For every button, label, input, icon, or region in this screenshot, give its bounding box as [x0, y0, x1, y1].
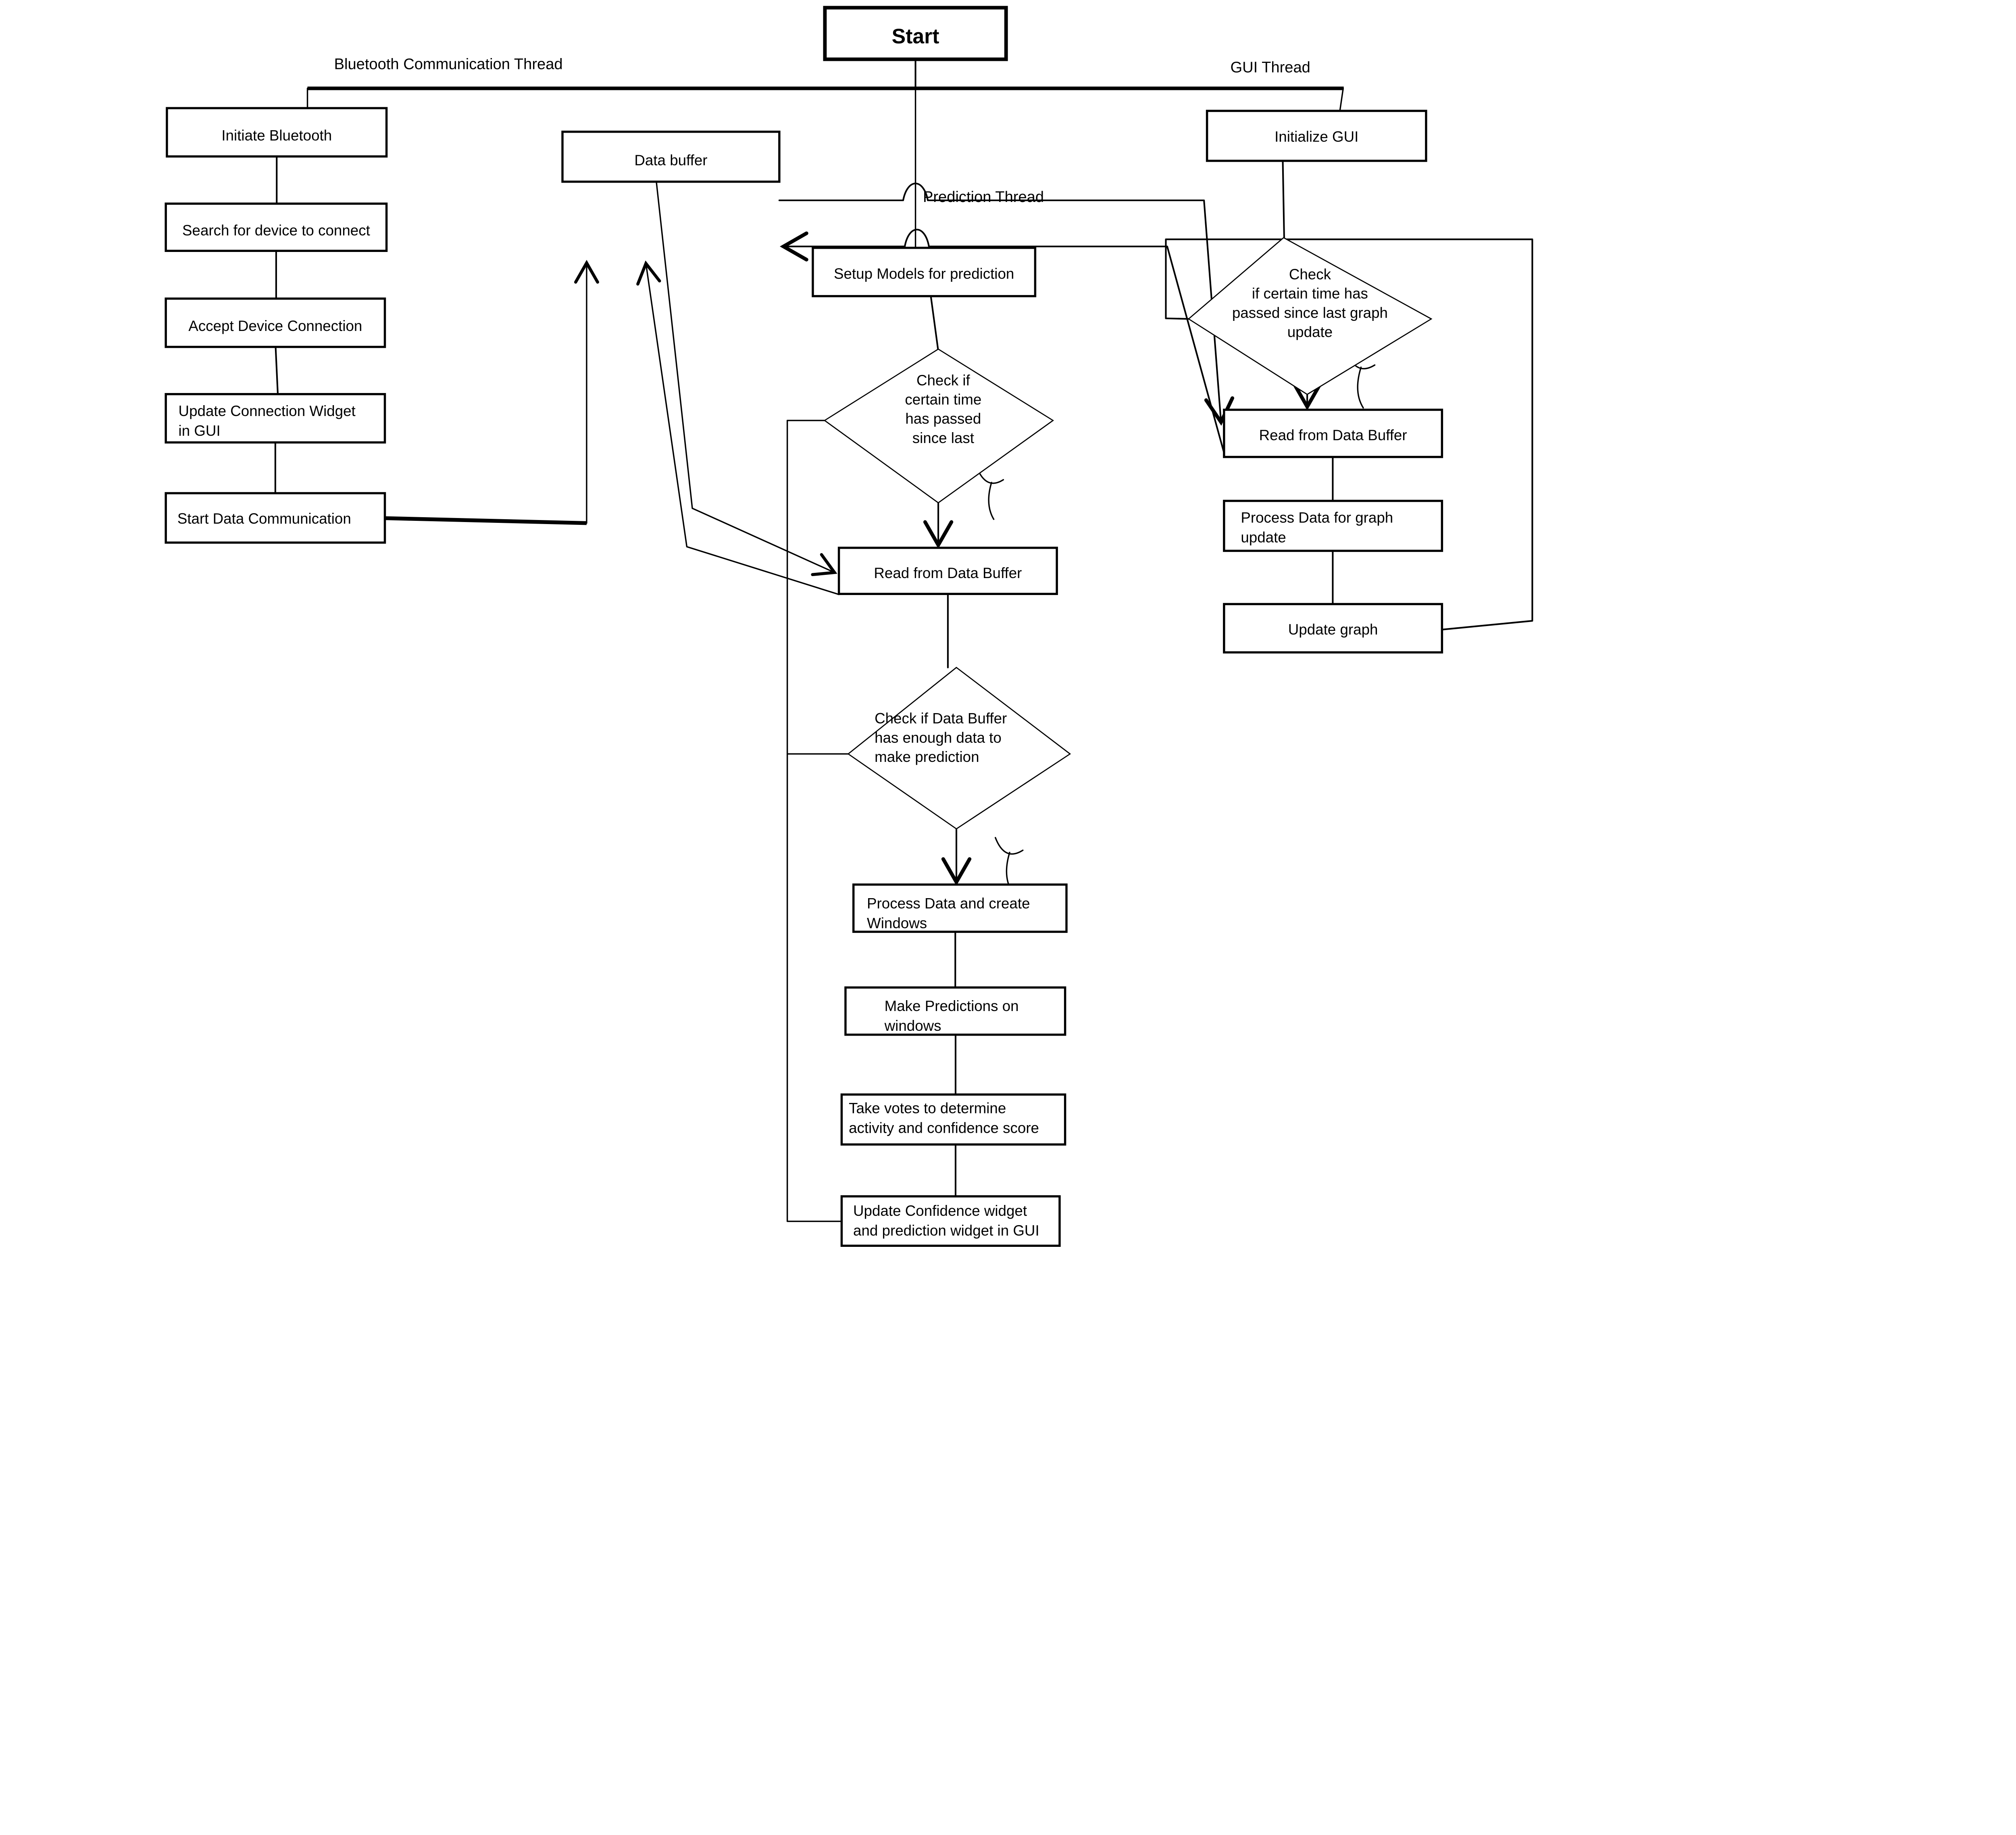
node-initialize-gui: Initialize GUI [1206, 110, 1427, 162]
node-take-votes: Take votes to determine activity and con… [840, 1093, 1066, 1146]
node-take-votes-shape [840, 1093, 1066, 1146]
decision-check-enough-data-line3: make prediction [875, 749, 979, 765]
node-setup-models-label: Setup Models for prediction [834, 266, 1014, 282]
yes-squiggle-check1 [976, 466, 1004, 520]
node-make-predictions-line2: windows [884, 1017, 941, 1034]
node-update-connection-widget-shape [165, 393, 386, 444]
node-update-graph-shape [1223, 603, 1443, 654]
node-accept-device-shape [165, 298, 386, 348]
decision-check-time-prediction-line2: certain time [905, 391, 981, 408]
gui-thread-label: GUI Thread [1230, 59, 1310, 76]
node-update-connection-widget-line2: in GUI [179, 422, 221, 439]
decision-check-time-graph-line4: update [1287, 324, 1333, 340]
node-process-graph-data-shape [1223, 499, 1443, 552]
node-update-connection-widget: Update Connection Widget in GUI [165, 393, 386, 444]
bluetooth-thread-label: Bluetooth Communication Thread [334, 56, 563, 73]
flowchart-canvas: Bluetooth Communication Thread Predictio… [165, 6, 1533, 1247]
decision-check-time-prediction: Check if certain time has passed since l… [823, 348, 1054, 503]
edge-gui-drop [1339, 87, 1344, 112]
decision-check-enough-data-shape [847, 667, 1071, 830]
edge-setup-to-check1 [930, 295, 939, 350]
node-process-windows-shape [852, 883, 1068, 933]
node-process-windows-line2: Windows [867, 915, 927, 932]
node-take-votes-line2: activity and confidence score [849, 1119, 1039, 1136]
node-process-graph-data: Process Data for graph update [1223, 499, 1443, 552]
node-search-device: Search for device to connect [165, 202, 388, 252]
decision-check-enough-data-line1: Check if Data Buffer [875, 710, 1007, 727]
decision-check-time-graph-shape [1187, 237, 1433, 395]
decision-check-time-graph-line3: passed since last graph [1232, 304, 1388, 321]
edge-buffer-to-read-mid [656, 181, 837, 576]
node-accept-device-label: Accept Device Connection [188, 318, 362, 334]
node-data-buffer-label: Data buffer [634, 152, 707, 169]
decision-check-enough-data: Check if Data Buffer has enough data to … [847, 667, 1071, 830]
node-read-buffer-mid: Read from Data Buffer [837, 547, 1058, 595]
edge-accept-to-widget [275, 346, 279, 395]
edge-init-to-check-graph [1282, 160, 1285, 239]
yes-squiggle-check2 [994, 837, 1024, 893]
node-data-buffer-shape [561, 131, 781, 183]
node-process-windows-line1: Process Data and create [867, 895, 1030, 912]
node-start-data-comm-label: Start Data Communication [177, 510, 351, 527]
node-update-graph-label: Update graph [1288, 621, 1378, 638]
node-make-predictions-shape [844, 986, 1066, 1036]
decision-check-time-prediction-line1: Check if [916, 372, 971, 389]
node-read-buffer-mid-label: Read from Data Buffer [874, 565, 1022, 581]
node-data-buffer: Data buffer [561, 131, 781, 183]
node-initialize-gui-label: Initialize GUI [1275, 128, 1358, 145]
node-start-data-comm-shape [165, 492, 386, 544]
node-take-votes-line1: Take votes to determine [849, 1100, 1006, 1116]
node-initiate-bluetooth: Initiate Bluetooth [166, 107, 388, 158]
node-start-data-comm: Start Data Communication [165, 492, 386, 544]
decision-check-time-prediction-shape [823, 348, 1054, 503]
node-search-device-shape [165, 202, 388, 252]
decision-check-time-graph-line2: if certain time has [1252, 285, 1368, 302]
node-initiate-bluetooth-label: Initiate Bluetooth [221, 127, 332, 144]
node-update-confidence-line1: Update Confidence widget [853, 1203, 1027, 1219]
edge-read-gui-to-buffer [780, 229, 1225, 454]
node-search-device-label: Search for device to connect [182, 222, 370, 239]
edge-buffer-to-read-gui [778, 183, 1235, 426]
decision-check-time-prediction-line4: since last [912, 430, 974, 446]
node-accept-device: Accept Device Connection [165, 298, 386, 348]
node-make-predictions: Make Predictions on windows [844, 986, 1066, 1036]
node-start-label: Start [892, 25, 939, 48]
node-update-confidence-shape [840, 1195, 1061, 1247]
edge-update-graph-loop [1165, 238, 1533, 630]
node-update-confidence: Update Confidence widget and prediction … [840, 1195, 1061, 1247]
node-process-windows: Process Data and create Windows [852, 883, 1068, 933]
flowchart-page: Bluetooth Communication Thread Predictio… [165, 6, 1533, 1247]
decision-check-time-graph: Check if certain time has passed since l… [1187, 237, 1433, 395]
node-setup-models-shape [812, 247, 1037, 298]
decision-check-time-prediction-line3: has passed [905, 410, 981, 427]
node-make-predictions-line1: Make Predictions on [885, 998, 1019, 1014]
node-read-buffer-gui-label: Read from Data Buffer [1259, 427, 1407, 443]
node-process-graph-data-line1: Process Data for graph [1241, 509, 1393, 526]
decision-check-enough-data-line2: has enough data to [875, 729, 1002, 746]
prediction-thread-label: Prediction Thread [923, 188, 1044, 206]
edge-read-mid-to-buffer [636, 260, 840, 595]
node-initialize-gui-shape [1206, 110, 1427, 162]
node-update-confidence-line2: and prediction widget in GUI [853, 1222, 1039, 1239]
node-read-buffer-mid-shape [837, 547, 1058, 595]
decision-check-time-graph-line1: Check [1289, 266, 1331, 283]
node-start-shape [823, 6, 1008, 61]
edge-startcomm-right [385, 516, 587, 525]
node-update-connection-widget-line1: Update Connection Widget [179, 403, 356, 419]
node-read-buffer-gui-shape [1223, 408, 1443, 458]
node-initiate-bluetooth-shape [166, 107, 388, 158]
node-setup-models: Setup Models for prediction [812, 247, 1037, 298]
edge-loop-confidence-to-check1 [786, 420, 843, 1222]
node-update-graph: Update graph [1223, 603, 1443, 654]
node-process-graph-data-line2: update [1241, 529, 1286, 545]
node-read-buffer-gui: Read from Data Buffer [1223, 408, 1443, 458]
node-start: Start [823, 6, 1008, 61]
